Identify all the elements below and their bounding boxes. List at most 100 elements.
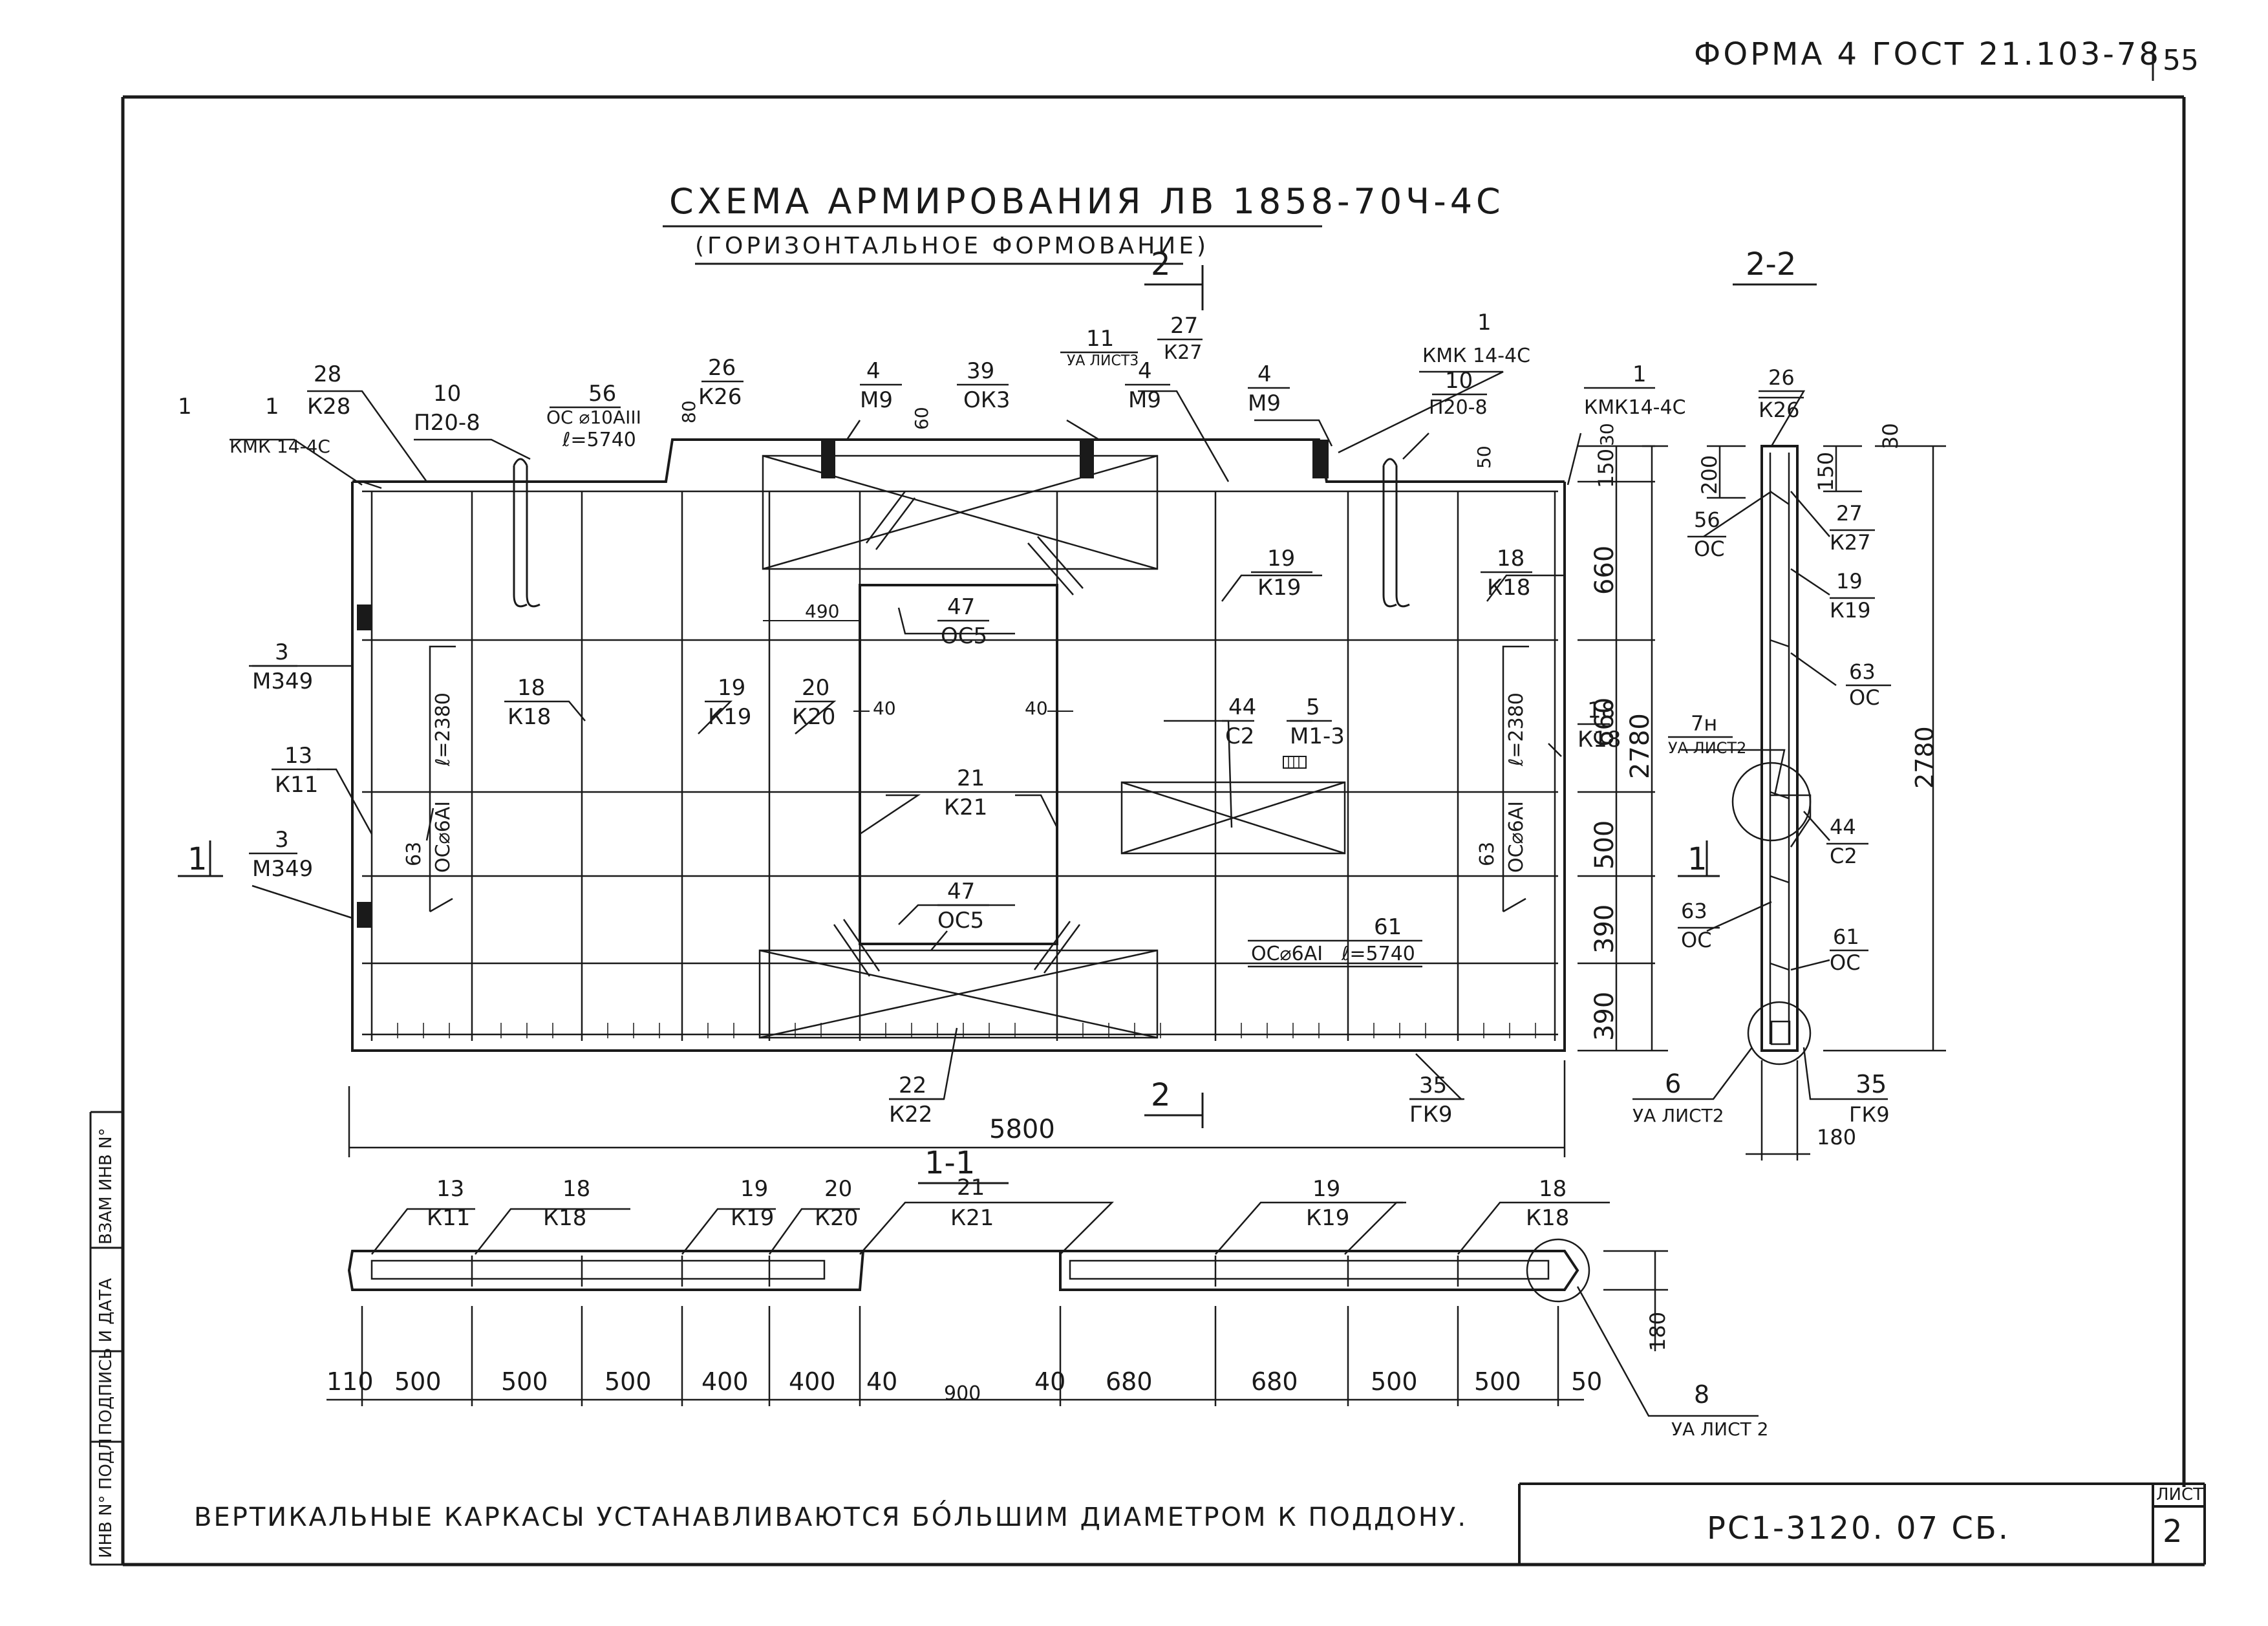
callout-26: 26 — [708, 355, 736, 381]
svg-text:63: 63 — [1476, 842, 1499, 866]
svg-text:400: 400 — [789, 1367, 836, 1396]
svg-text:20: 20 — [824, 1176, 852, 1202]
callout-1b: 1 — [1477, 310, 1492, 336]
callout-27: 27 — [1170, 313, 1198, 339]
vertical-dim-labels: 660 660 500 390 390 2780 150 30 — [1590, 423, 1655, 1041]
callout-1a-num2: 1 — [178, 394, 192, 420]
svg-text:390: 390 — [1590, 992, 1620, 1041]
svg-text:К19: К19 — [1306, 1205, 1349, 1231]
callout-44a-code: С2 — [1225, 723, 1254, 749]
callout-1b-code: КМК 14-4С — [1422, 345, 1530, 367]
svg-text:390: 390 — [1590, 904, 1620, 954]
drawing-designation: РС1-3120. 07 СБ. — [1707, 1510, 2010, 1546]
sheet-number: 2 — [2163, 1514, 2183, 1550]
svg-text:680: 680 — [1106, 1367, 1153, 1396]
title-block — [1518, 1482, 2206, 1565]
callout-13a-code: К11 — [275, 772, 318, 798]
callout-1a: 1 — [265, 394, 279, 420]
callout-61a: 61 — [1374, 914, 1402, 940]
rotated-callout-right: 63 ОС⌀6АI ℓ=2380 — [1476, 692, 1528, 873]
svg-text:ГК9: ГК9 — [1849, 1102, 1890, 1127]
callout-20a-code: К20 — [792, 704, 835, 730]
callout-28-code: К28 — [307, 394, 350, 420]
callout-47a-code: ОС5 — [941, 623, 987, 649]
svg-text:180: 180 — [1817, 1125, 1856, 1150]
form-header: ФОРМА 4 ГОСТ 21.103-78 — [1694, 36, 2161, 72]
svg-text:490: 490 — [805, 601, 839, 622]
callout-22-code: К22 — [889, 1102, 932, 1128]
svg-text:26: 26 — [1768, 365, 1795, 390]
callout-4c: 4 — [1257, 361, 1272, 387]
svg-text:ОС: ОС — [1694, 537, 1725, 561]
svg-text:18: 18 — [1539, 1176, 1567, 1202]
callout-4c-code: М9 — [1248, 390, 1281, 416]
callout-18a-code: К18 — [1487, 575, 1530, 601]
main-small-dims: 80 60 50 490 40 40 — [678, 400, 1495, 719]
drawing-title: СХЕМА АРМИРОВАНИЯ ЛВ 1858-70Ч-4С — [669, 181, 1504, 222]
svg-text:40: 40 — [873, 698, 896, 719]
callout-18b: 18 — [517, 675, 545, 701]
rotated-callout-left: 63 ОС⌀6АI ℓ=2380 — [403, 692, 455, 873]
side-cell-podpis: ПОДПИСЬ И ДАТА — [96, 1278, 116, 1435]
callout-18c: 18 — [1587, 698, 1615, 723]
svg-text:660: 660 — [1590, 546, 1620, 595]
callout-27-code: К27 — [1164, 341, 1202, 364]
svg-text:60: 60 — [911, 407, 932, 430]
callout-39: 39 — [967, 358, 994, 384]
svg-text:180: 180 — [1645, 1312, 1670, 1351]
callout-21a: 21 — [957, 765, 985, 791]
callout-35a: 35 — [1419, 1073, 1447, 1098]
svg-text:ОС: ОС — [1849, 685, 1880, 710]
callout-3a-code: М349 — [252, 669, 313, 694]
svg-text:8: 8 — [1694, 1380, 1709, 1409]
svg-text:К19: К19 — [1830, 598, 1870, 623]
callout-56: 56 — [588, 381, 616, 407]
svg-text:200: 200 — [1697, 455, 1722, 495]
svg-text:6: 6 — [1665, 1069, 1681, 1099]
svg-text:2780: 2780 — [1910, 726, 1939, 789]
section-1-1: 13 К11 18 К18 19 К19 20 К20 21 К21 19 К1… — [326, 1175, 1769, 1440]
callout-18c-code: К18 — [1578, 727, 1621, 753]
callout-11: 11 — [1086, 326, 1114, 352]
drawing-note: ВЕРТИКАЛЬНЫЕ КАРКАСЫ УСТАНАВЛИВАЮТСЯ БО́… — [194, 1500, 1468, 1532]
callout-10a: 10 — [433, 381, 461, 407]
callout-56-extra: ℓ=5740 — [562, 429, 636, 451]
svg-text:ОС⌀6АI: ОС⌀6АI — [1505, 801, 1528, 873]
callout-13a: 13 — [284, 743, 312, 769]
page-number: 55 — [2163, 44, 2199, 77]
callout-4b-code: М9 — [1128, 387, 1161, 413]
svg-text:19: 19 — [1312, 1176, 1340, 1202]
callout-19a: 19 — [1267, 546, 1295, 572]
svg-text:50: 50 — [1473, 445, 1495, 469]
callout-5: 5 — [1306, 694, 1320, 720]
svg-text:80: 80 — [678, 400, 700, 423]
callout-61a-code: ОС⌀6АI — [1251, 943, 1323, 965]
callout-1a-code: КМК 14-4С — [230, 436, 330, 457]
cut-mark-2-bottom: 2 — [1151, 1077, 1171, 1113]
svg-text:К19: К19 — [731, 1205, 774, 1231]
callout-26-code: К26 — [698, 384, 742, 410]
callout-10a-code: П20-8 — [414, 410, 480, 436]
svg-text:660: 660 — [1590, 698, 1620, 747]
total-width-label: 5800 — [989, 1115, 1055, 1144]
vertical-dim-chain — [1578, 445, 1668, 1052]
callout-28: 28 — [314, 361, 341, 387]
svg-text:50: 50 — [1571, 1367, 1602, 1396]
position-callouts: 28 К28 1 КМК 14-4С 1 10 П20-8 56 ОС ⌀10А… — [178, 310, 1686, 1128]
section-2-2-title: 2-2 — [1746, 246, 1796, 283]
callout-4b: 4 — [1138, 358, 1152, 384]
svg-text:К26: К26 — [1759, 398, 1799, 422]
svg-text:400: 400 — [701, 1367, 749, 1396]
svg-text:56: 56 — [1694, 508, 1720, 532]
svg-text:40: 40 — [1034, 1367, 1065, 1396]
svg-text:35: 35 — [1856, 1070, 1887, 1098]
side-cell-inv: ИНВ N° ПОДЛ — [96, 1438, 116, 1558]
cut-mark-1-right: 1 — [1687, 841, 1707, 877]
svg-text:30: 30 — [1878, 423, 1903, 449]
svg-text:7н: 7н — [1691, 711, 1717, 736]
section-1-1-title: 1-1 — [925, 1145, 975, 1181]
callout-56-code: ОС ⌀10АIII — [546, 407, 641, 428]
callout-47b: 47 — [947, 879, 975, 904]
svg-text:К18: К18 — [543, 1205, 586, 1231]
